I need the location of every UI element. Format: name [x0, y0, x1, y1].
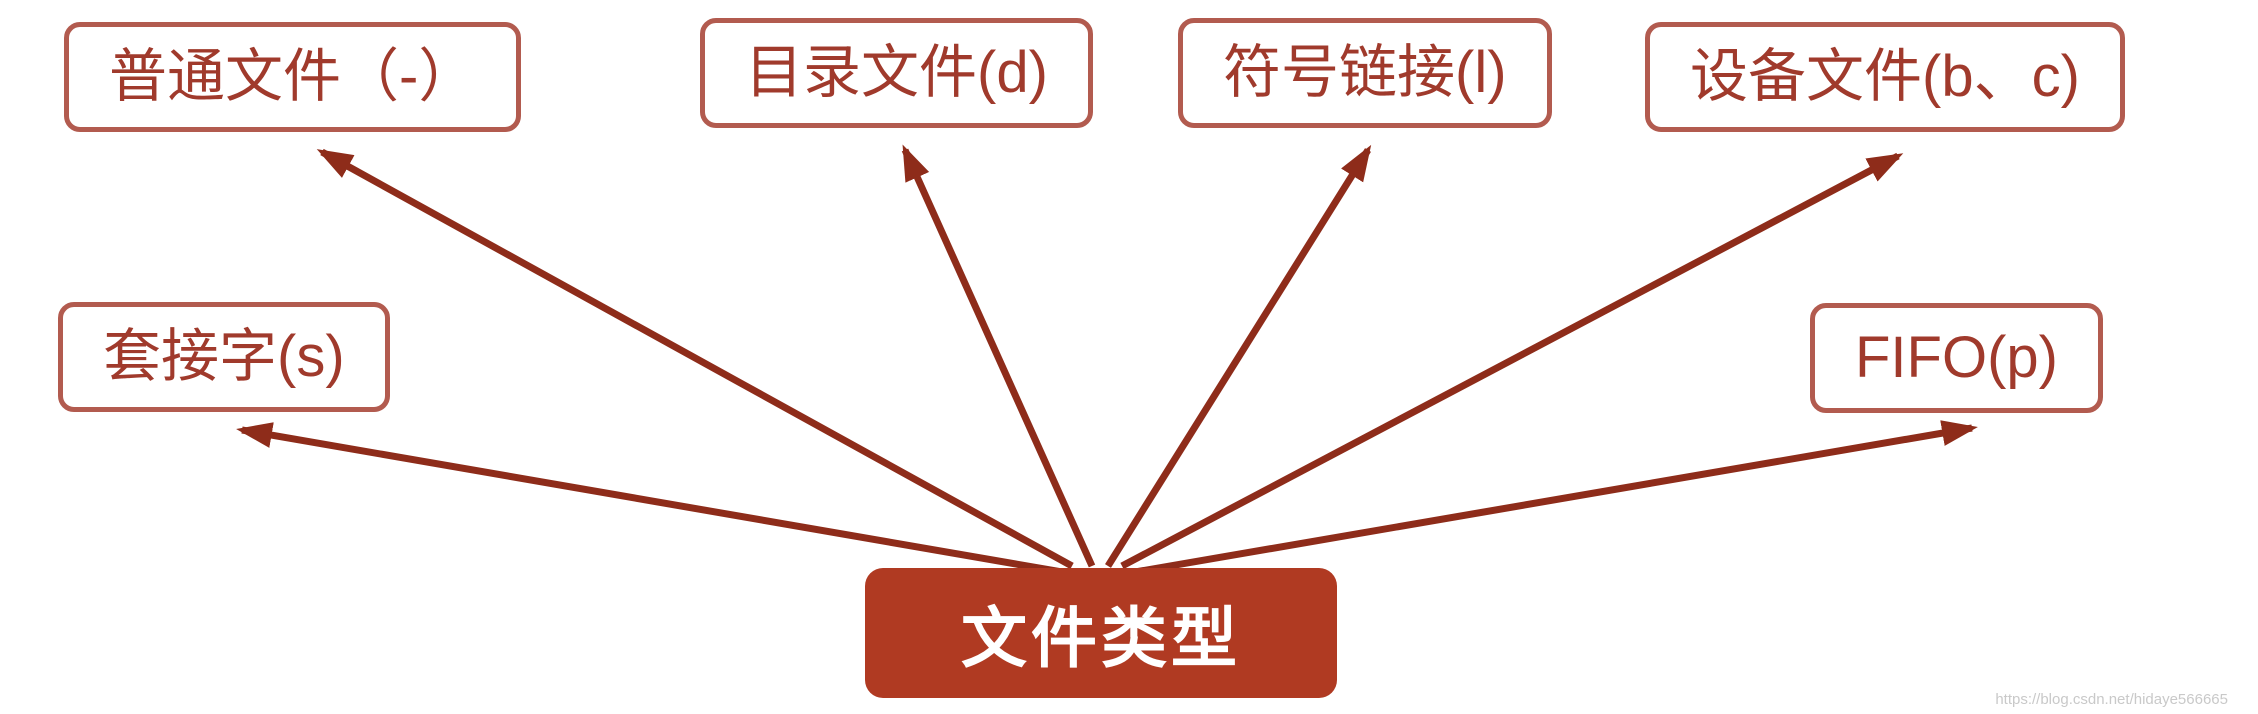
node-directory-file: 目录文件(d) — [700, 18, 1093, 128]
node-device-file: 设备文件(b、c) — [1645, 22, 2125, 132]
node-socket-label: 套接字(s) — [103, 324, 345, 389]
node-device-file-label: 设备文件(b、c) — [1690, 44, 2080, 109]
arrow-to-symbolic-link — [1105, 144, 1372, 568]
node-symbolic-link-label: 符号链接(l) — [1223, 40, 1507, 105]
node-symbolic-link: 符号链接(l) — [1178, 18, 1552, 128]
node-regular-file: 普通文件（-） — [64, 22, 522, 132]
node-socket: 套接字(s) — [58, 302, 390, 412]
node-file-type-center-label: 文件类型 — [961, 601, 1241, 675]
node-fifo-label: FIFO(p) — [1855, 325, 2058, 390]
arrow-to-device-file — [1120, 152, 1904, 570]
node-file-type-center: 文件类型 — [865, 568, 1337, 698]
arrow-to-directory-file — [901, 144, 1096, 568]
node-fifo: FIFO(p) — [1810, 303, 2103, 413]
node-directory-file-label: 目录文件(d) — [745, 40, 1048, 105]
arrow-to-socket — [236, 422, 1063, 576]
watermark: https://blog.csdn.net/hidaye566665 — [1995, 691, 2228, 708]
node-regular-file-label: 普通文件（-） — [109, 44, 477, 109]
arrow-to-regular-file — [316, 148, 1074, 570]
arrow-to-fifo — [1134, 420, 1978, 576]
